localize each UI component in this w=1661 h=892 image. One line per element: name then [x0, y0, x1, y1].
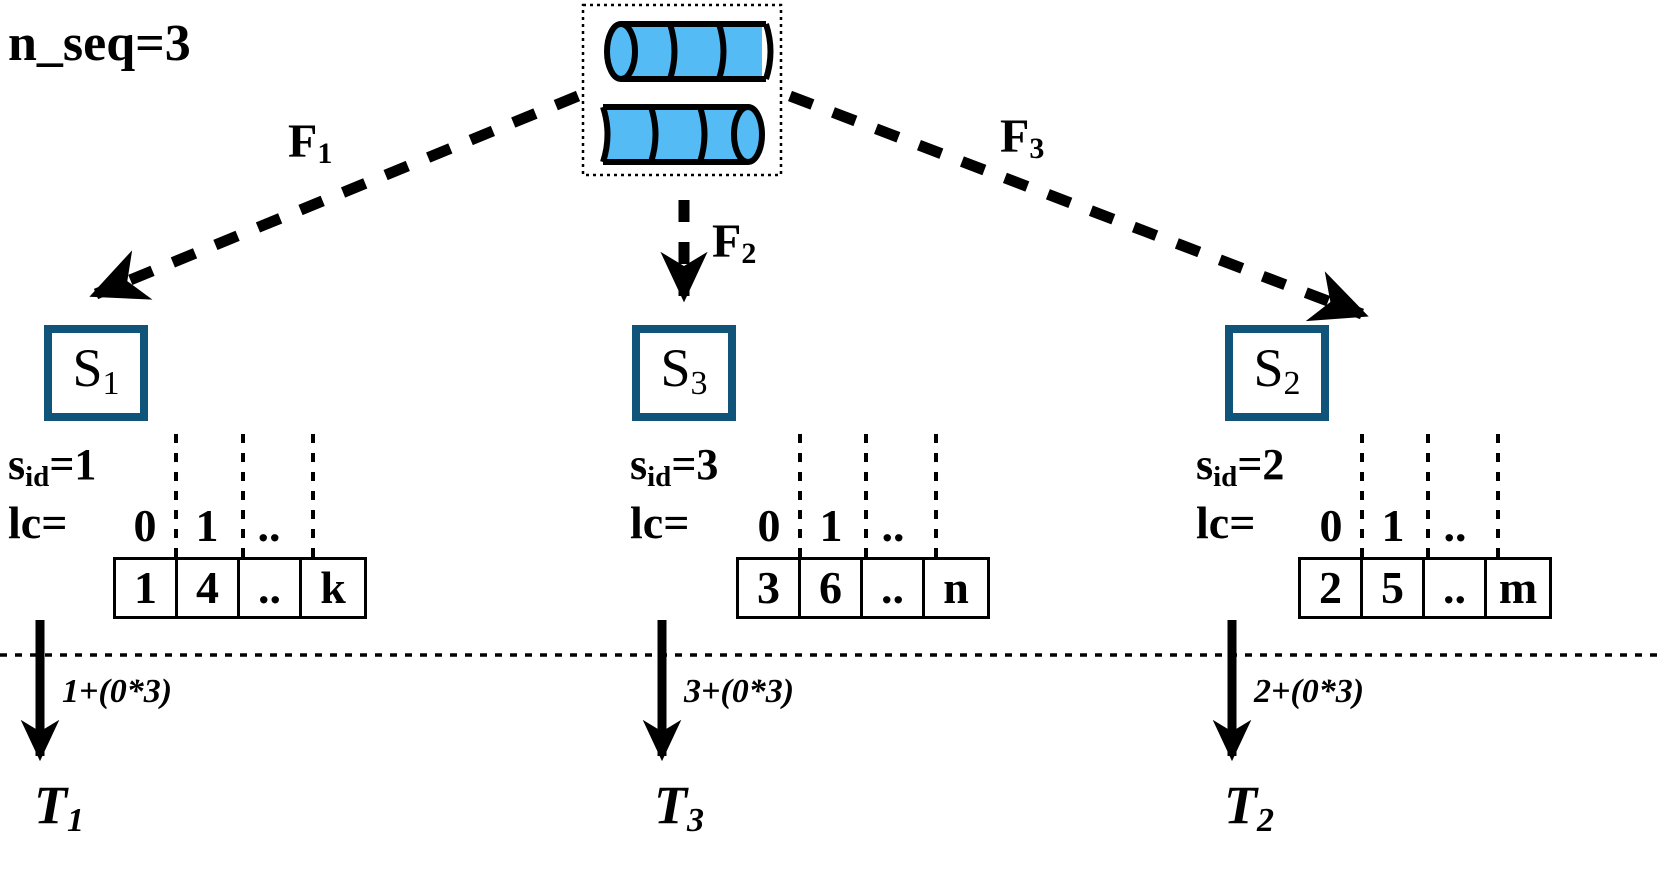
lc-index-cell: 0	[1319, 500, 1343, 551]
value-cell: ..	[863, 560, 925, 616]
edge-f3-arrow	[788, 90, 1369, 322]
edge-f1-arrow	[89, 90, 581, 300]
value-cell: 1	[116, 560, 178, 616]
sid-label-col3: sid=2	[1196, 440, 1285, 493]
formula-col2: 3+(0*3)	[684, 673, 795, 710]
value-cell: ..	[1425, 560, 1487, 616]
target-label-t3: T3	[654, 775, 704, 839]
edge-label-f3-sub: 3	[1029, 132, 1045, 165]
node-box-s3-label: S3	[660, 338, 708, 402]
lc-index-row-col3: 0 1 ..	[1300, 498, 1486, 554]
lc-index-cell: 1	[1381, 500, 1405, 551]
lc-index-cell: 1	[819, 500, 843, 551]
lc-index-cell: ..	[257, 500, 281, 551]
formula-col3: 2+(0*3)	[1254, 673, 1365, 710]
edge-label-f2-sub: 2	[741, 237, 757, 270]
node-box-s3[interactable]: S3	[632, 325, 736, 421]
values-table-col2: 3 6 .. n	[736, 557, 990, 619]
edge-label-f1: F1	[288, 118, 332, 169]
node-box-s1-label: S1	[72, 338, 120, 402]
value-cell: 4	[178, 560, 240, 616]
node-box-s2-label: S2	[1253, 338, 1301, 402]
edge-label-f1-sub: 1	[317, 137, 333, 170]
edge-label-f1-text: F	[288, 115, 318, 168]
formula-col1: 1+(0*3)	[62, 673, 173, 710]
lc-index-cell: 0	[133, 500, 157, 551]
value-cell: m	[1498, 562, 1538, 613]
lc-separators-col2	[798, 434, 938, 570]
lc-separators-col3	[1360, 434, 1500, 570]
value-cell: k	[320, 562, 346, 613]
value-cell: 2	[1301, 560, 1363, 616]
sid-label-col2: sid=3	[630, 440, 719, 493]
cylinder-bottom	[600, 104, 765, 165]
values-table-col1: 1 4 .. k	[113, 557, 367, 619]
edge-label-f2-text: F	[712, 215, 742, 268]
value-cell: 6	[801, 560, 863, 616]
lc-index-cell: ..	[881, 500, 905, 551]
page-title: n_seq=3	[8, 15, 191, 72]
sid-label-col1: sid=1	[8, 440, 97, 493]
lc-index-cell: ..	[1443, 500, 1467, 551]
value-cell: n	[943, 562, 969, 613]
target-label-t2: T2	[1224, 775, 1274, 839]
lc-index-cell: 1	[195, 500, 219, 551]
lc-index-cell: 0	[757, 500, 781, 551]
lc-separators-col1	[174, 434, 315, 570]
values-table-col3: 2 5 .. m	[1298, 557, 1552, 619]
lc-index-row-col1: 0 1 ..	[114, 498, 300, 554]
value-cell: 5	[1363, 560, 1425, 616]
lc-label-col3: lc=	[1196, 497, 1256, 548]
cylinder-top	[604, 21, 774, 82]
lc-index-row-col2: 0 1 ..	[738, 498, 924, 554]
value-cell: ..	[240, 560, 302, 616]
target-label-t1: T1	[34, 775, 84, 839]
lc-label-col1: lc=	[8, 497, 68, 548]
value-cell: 3	[739, 560, 801, 616]
node-box-s2[interactable]: S2	[1225, 325, 1329, 421]
lc-label-col2: lc=	[630, 497, 690, 548]
source-group-outline	[581, 3, 783, 177]
edge-label-f3: F3	[1000, 113, 1044, 164]
edge-label-f3-text: F	[1000, 110, 1030, 163]
edge-label-f2: F2	[712, 218, 756, 269]
node-box-s1[interactable]: S1	[44, 325, 148, 421]
